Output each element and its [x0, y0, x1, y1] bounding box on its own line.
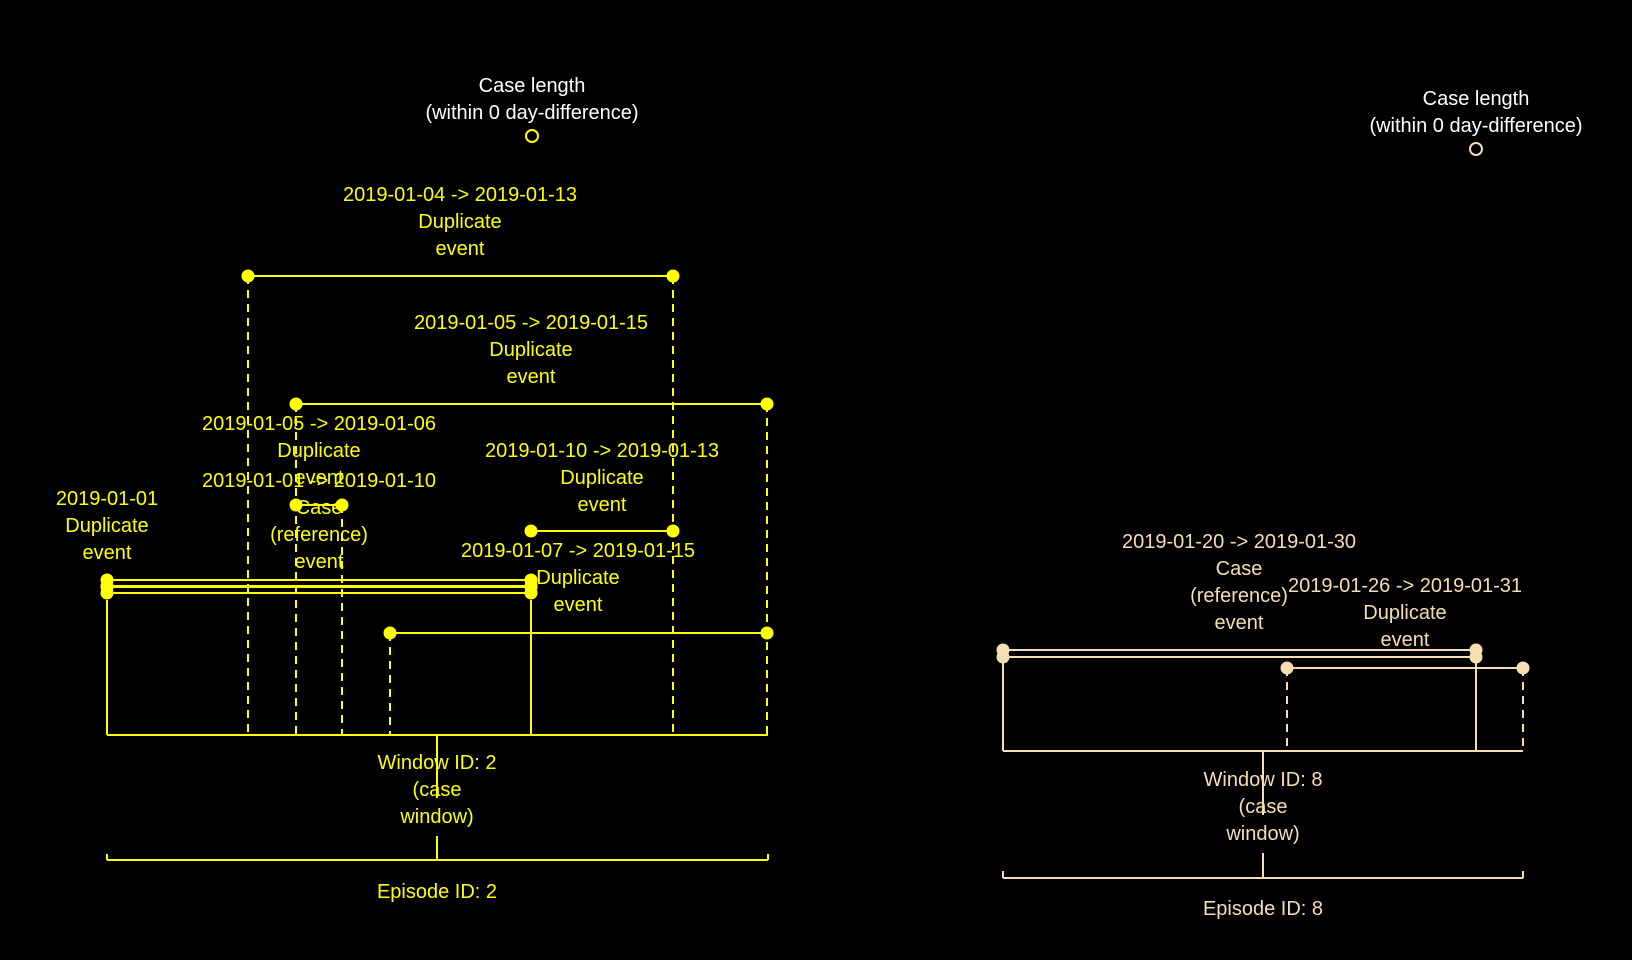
case-length-label-line: Case length — [1423, 88, 1530, 110]
episode-label-line: Episode ID: 2 — [377, 881, 497, 903]
event-label-line: 2019-01-01 -> 2019-01-10 — [202, 470, 436, 492]
event-label-line: 2019-01-20 -> 2019-01-30 — [1122, 531, 1356, 553]
event-end-point — [760, 397, 774, 411]
event-label-line: Duplicate — [65, 515, 148, 537]
event-end-point — [760, 626, 774, 640]
event-label-line: event — [83, 542, 132, 564]
event-label-line: 2019-01-07 -> 2019-01-15 — [461, 540, 695, 562]
event-label-line: event — [295, 551, 344, 573]
case-length-label-line: (within 0 day-difference) — [425, 102, 638, 124]
episode-group-g8: Case length (within 0 day-difference) 2019… — [996, 88, 1583, 920]
event-label-line: 2019-01-26 -> 2019-01-31 — [1288, 575, 1522, 597]
event-label-line: 2019-01-05 -> 2019-01-06 — [202, 413, 436, 435]
event-label-line: event — [295, 467, 344, 489]
event-label-line: event — [507, 366, 556, 388]
event-label-line: event — [554, 594, 603, 616]
event-start-point — [289, 498, 303, 512]
event-label-line: Duplicate — [1363, 602, 1446, 624]
window-label-line: window) — [1225, 823, 1299, 845]
event-label-line: 2019-01-04 -> 2019-01-13 — [343, 184, 577, 206]
event-label-line: event — [436, 238, 485, 260]
event-end-point — [524, 580, 538, 594]
event-start-point — [996, 650, 1010, 664]
window-label: Window ID: 2 (case window) — [378, 752, 497, 828]
event-label-line: (reference) — [1190, 585, 1288, 607]
event-label-line: (reference) — [270, 524, 368, 546]
event-start-point — [524, 524, 538, 538]
event-label-line: 2019-01-05 -> 2019-01-15 — [414, 312, 648, 334]
case-length-label: Case length (within 0 day-difference) — [425, 75, 638, 124]
episode-group-g2: Case length (within 0 day-difference) 2019… — [56, 75, 774, 903]
episode-label: Episode ID: 8 — [1203, 898, 1323, 920]
window-label-line: (case — [1239, 796, 1288, 818]
event-label-line: event — [1215, 612, 1264, 634]
episode-label-line: Episode ID: 8 — [1203, 898, 1323, 920]
event-start-point — [241, 269, 255, 283]
event-label-line: Duplicate — [536, 567, 619, 589]
event-end-point — [666, 524, 680, 538]
window-label-line: window) — [399, 806, 473, 828]
event-label-line: Duplicate — [418, 211, 501, 233]
event-end-point — [335, 498, 349, 512]
event-label-line: Case — [296, 497, 343, 519]
window-label-line: (case — [413, 779, 462, 801]
event-start-point — [289, 397, 303, 411]
episode-label: Episode ID: 2 — [377, 881, 497, 903]
event-label-line: Case — [1216, 558, 1263, 580]
case-length-label: Case length (within 0 day-difference) — [1369, 88, 1582, 137]
window-label-line: Window ID: 2 — [378, 752, 497, 774]
event-label-line: Duplicate — [560, 467, 643, 489]
event-start-point — [100, 580, 114, 594]
case-length-marker — [1469, 142, 1483, 156]
event-start-point — [1280, 661, 1294, 675]
event-end-point — [1516, 661, 1530, 675]
case-length-label-line: (within 0 day-difference) — [1369, 115, 1582, 137]
event-label-line: event — [578, 494, 627, 516]
event-label-line: Duplicate — [489, 339, 572, 361]
event-label-line: event — [1381, 629, 1430, 651]
event-label-line: 2019-01-01 — [56, 488, 158, 510]
event-label-line: 2019-01-10 -> 2019-01-13 — [485, 440, 719, 462]
window-label: Window ID: 8 (case window) — [1204, 769, 1323, 845]
event-end-point — [666, 269, 680, 283]
event-label-line: Duplicate — [277, 440, 360, 462]
case-length-label-line: Case length — [479, 75, 586, 97]
event-end-point — [1469, 650, 1483, 664]
window-label-line: Window ID: 8 — [1204, 769, 1323, 791]
case-length-marker — [525, 129, 539, 143]
event-start-point — [383, 626, 397, 640]
